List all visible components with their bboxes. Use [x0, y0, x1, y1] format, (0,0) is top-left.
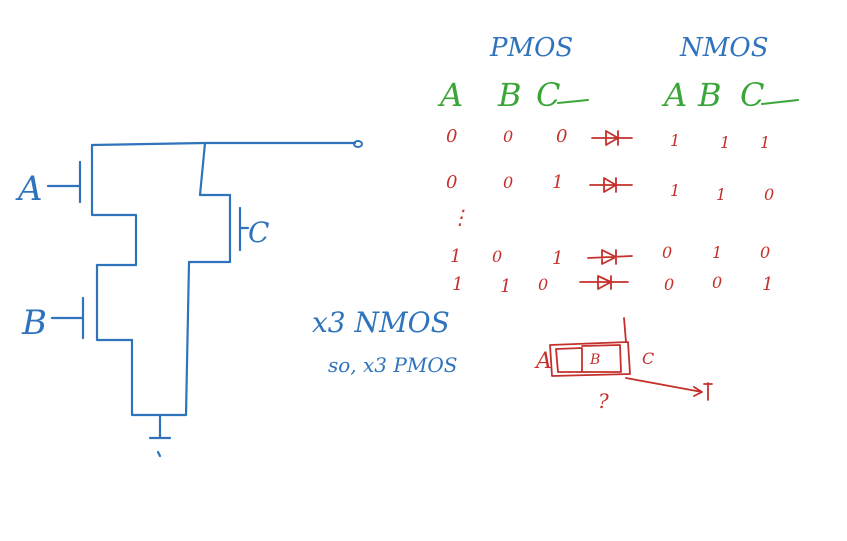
- table-row: 1 0 1 0 1 0: [450, 243, 770, 269]
- header-nmos-c-tail: [761, 99, 799, 105]
- header-pmos-c-tail: [557, 99, 589, 104]
- cell-nmos-b: 1: [712, 243, 722, 262]
- bottom-wire: [130, 260, 191, 417]
- sketch-output-node: [703, 382, 713, 401]
- inverter-arrow: [589, 177, 633, 193]
- cell-nmos-c: 0: [764, 185, 774, 204]
- output-wire: [90, 141, 357, 147]
- sketch-outer-box: [549, 341, 631, 377]
- label-b: B: [21, 303, 47, 343]
- label-a: A: [15, 169, 43, 209]
- inverter-arrow: [579, 275, 629, 290]
- cell-pmos-c: 0: [556, 126, 567, 147]
- table-row: 1 1 0 0 0 1: [452, 273, 773, 297]
- cell-pmos-a: 1: [450, 246, 461, 267]
- cell-nmos-a: 0: [664, 275, 674, 294]
- cell-pmos-b: 0: [492, 247, 502, 266]
- ellipsis: ⋮: [450, 205, 470, 229]
- sketch-inner-box-a: [555, 347, 583, 373]
- cell-nmos-c: 1: [762, 274, 773, 295]
- header-pmos-a: A: [437, 76, 463, 114]
- cell-pmos-c: 1: [552, 172, 563, 193]
- truth-table: PMOS NMOS A B C A B C 0 0 0 1 1 1 0 0 1 …: [437, 33, 799, 297]
- header-nmos-c: C: [740, 76, 764, 114]
- cell-nmos-c: 0: [760, 243, 770, 262]
- cell-pmos-b: 0: [503, 173, 513, 192]
- cell-nmos-a: 0: [662, 243, 672, 262]
- note-nmos: x3 NMOS: [312, 306, 450, 339]
- cell-pmos-a: 0: [446, 172, 457, 193]
- cell-nmos-b: 0: [712, 273, 722, 292]
- gate-b: [50, 296, 85, 340]
- table-row: 0 0 0 1 1 1: [446, 126, 770, 152]
- cell-pmos-c: 1: [552, 248, 563, 269]
- inverter-arrow: [587, 249, 633, 265]
- mid-node-wire: [95, 263, 138, 342]
- title-nmos: NMOS: [679, 33, 769, 63]
- header-nmos-a: A: [661, 76, 687, 114]
- cell-nmos-a: 1: [670, 131, 680, 150]
- transistor-a: [90, 143, 138, 267]
- sketch-label-a: A: [534, 349, 552, 374]
- cell-pmos-a: 0: [446, 126, 457, 147]
- header-pmos-b: B: [497, 76, 522, 114]
- cell-nmos-c: 1: [760, 133, 770, 152]
- label-c: C: [248, 216, 269, 249]
- output-node: [353, 140, 363, 148]
- cell-nmos-b: 1: [720, 133, 730, 152]
- ground-symbol: [148, 413, 172, 458]
- cell-pmos-b: 0: [503, 127, 513, 146]
- cell-pmos-a: 1: [452, 274, 463, 295]
- inverter-arrow: [591, 130, 633, 146]
- sketch-question: ?: [598, 389, 609, 413]
- title-pmos: PMOS: [489, 33, 573, 63]
- note-pmos: so, x3 PMOS: [328, 353, 457, 377]
- cell-nmos-a: 1: [670, 181, 680, 200]
- sketch-top-lead: [623, 317, 627, 343]
- sketch-label-c: C: [642, 349, 654, 368]
- gate-a: [46, 160, 82, 204]
- header-nmos-b: B: [697, 76, 722, 114]
- cell-nmos-b: 1: [716, 185, 726, 204]
- cell-pmos-b: 1: [500, 276, 511, 297]
- sketch-output-arrow: [625, 377, 703, 397]
- sketch-inner-box-b: [581, 344, 622, 373]
- transistor-c: [187, 141, 232, 264]
- sketch-label-b: B: [589, 352, 600, 368]
- nmos-circuit: A B C x3 NMOS so, x3 PMOS: [15, 140, 457, 458]
- gate-c: [238, 206, 250, 252]
- block-sketch: A B C ?: [534, 317, 713, 413]
- table-row: 0 0 1 1 1 0: [446, 172, 774, 204]
- cell-pmos-c: 0: [538, 275, 548, 294]
- header-pmos-c: C: [536, 76, 560, 114]
